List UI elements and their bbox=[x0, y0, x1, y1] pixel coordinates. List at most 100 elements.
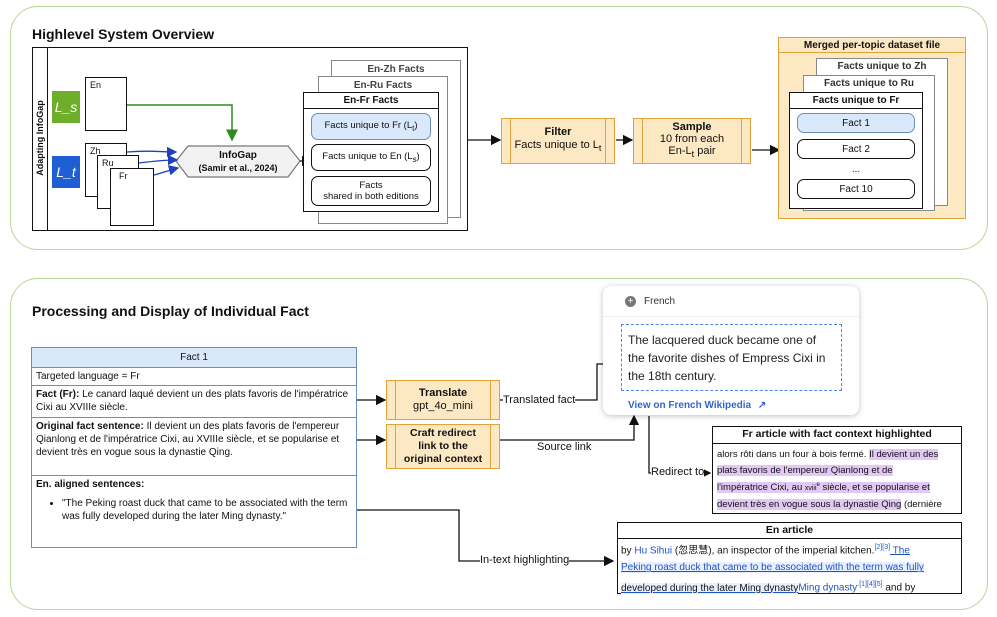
facts-stack-fr-label: En-Fr Facts bbox=[343, 95, 399, 106]
french-popup-link[interactable]: View on French Wikipedia ↗ bbox=[628, 400, 859, 411]
fact-unique-fr-label: Facts unique to Fr (L bbox=[324, 120, 413, 132]
en-article-and: and by bbox=[882, 582, 916, 594]
sample-line1: 10 from each bbox=[659, 133, 725, 146]
en-article-title: En article bbox=[618, 523, 961, 539]
aligned-label: En. aligned sentences: bbox=[36, 479, 145, 490]
merged-fact-1: Fact 1 bbox=[797, 113, 915, 133]
en-article-after-hu: (忽思慧), an inspector of the imperial kitc… bbox=[672, 545, 875, 557]
in-text-highlighting-label: In-text highlighting bbox=[480, 554, 570, 566]
bottom-panel-title: Processing and Display of Individual Fac… bbox=[32, 303, 309, 319]
filter-sub: Facts unique to L bbox=[514, 139, 599, 152]
fact-unique-en: Facts unique to En (Ls) bbox=[311, 144, 431, 171]
fact-unique-en-sub: s bbox=[412, 154, 417, 164]
infogap-cite: (Samir et al., 2024) bbox=[198, 163, 278, 173]
merged-fact-2: Fact 2 bbox=[797, 139, 915, 159]
plus-circle-icon: + bbox=[625, 295, 636, 307]
fr-article-body: alors rôti dans un four à bois fermé. Il… bbox=[713, 444, 961, 515]
orig-text: Il devient un des plats favoris de l'emp… bbox=[36, 421, 340, 458]
bottom-panel bbox=[10, 278, 988, 610]
en-article: En article by Hu Sihui (忽思慧), an inspect… bbox=[617, 522, 962, 594]
merged-fact-10-label: Fact 10 bbox=[839, 183, 873, 195]
redirect-to-label: Redirect to bbox=[651, 466, 705, 478]
facts-shared: Facts shared in both editions bbox=[311, 176, 431, 206]
facts-shared-line1: Facts bbox=[359, 180, 383, 191]
merged-stack-ru-label: Facts unique to Ru bbox=[824, 78, 914, 89]
popup-language: French bbox=[644, 295, 676, 307]
en-article-hu-link[interactable]: Hu Sihui bbox=[634, 545, 673, 557]
merged-dataset-title: Merged per-topic dataset file bbox=[779, 38, 965, 53]
en-article-ref2[interactable]: .[1][4][5] bbox=[857, 581, 883, 589]
merged-fact-2-label: Fact 2 bbox=[842, 143, 870, 155]
external-link-icon: ↗ bbox=[757, 400, 767, 411]
sample-line2-end: pair bbox=[694, 145, 716, 158]
fr-article-hl-3b: siècle, et se popularise et bbox=[819, 482, 930, 494]
merged-stack-fr-header: Facts unique to Fr bbox=[790, 93, 922, 109]
ls-label: L_s bbox=[54, 99, 78, 115]
redirect-node: Craft redirect link to the original cont… bbox=[386, 424, 500, 469]
en-article-hl-3: developed during the later Ming dynasty bbox=[621, 582, 799, 594]
fr-article-hl-smallcaps: xviii bbox=[804, 485, 817, 493]
fact-unique-en-label: Facts unique to En (L bbox=[322, 151, 413, 163]
doc-en: En bbox=[85, 77, 127, 131]
merged-fact-1-label: Fact 1 bbox=[842, 117, 870, 129]
en-article-hl-2: Peking roast duck that came to be associ… bbox=[621, 562, 924, 574]
lt-label: L_t bbox=[56, 164, 76, 180]
adapting-infogap-strip bbox=[32, 47, 48, 231]
translate-node: Translate gpt_4o_mini bbox=[386, 380, 500, 420]
fact-unique-fr-sub: t bbox=[412, 123, 415, 133]
infogap-node: InfoGap (Samir et al., 2024) bbox=[182, 148, 294, 176]
sample-title: Sample bbox=[672, 121, 712, 134]
filter-sub-idx: t bbox=[598, 143, 602, 154]
sample-line2-idx: t bbox=[691, 149, 695, 160]
redirect-line1: Craft redirect bbox=[410, 427, 476, 439]
facts-stack-fr-header: En-Fr Facts bbox=[304, 93, 438, 109]
en-article-ming-link[interactable]: Ming dynasty bbox=[798, 582, 858, 594]
en-article-hl-1: The bbox=[890, 545, 910, 557]
fr-article-plain: alors rôti dans un four à bois fermé. bbox=[717, 449, 870, 460]
infogap-title: InfoGap bbox=[219, 150, 257, 161]
merged-stack-fr-label: Facts unique to Fr bbox=[812, 95, 900, 106]
fact-card-header: Fact 1 bbox=[32, 348, 356, 368]
en-article-ref1[interactable]: [2][3] bbox=[874, 544, 891, 551]
en-article-by: by bbox=[621, 545, 635, 557]
top-panel-title: Highlevel System Overview bbox=[32, 26, 215, 42]
facts-stack-zh-label: En-Zh Facts bbox=[367, 64, 425, 75]
sample-node: Sample 10 from each En-Lt pair bbox=[633, 118, 751, 164]
doc-zh-label: Zh bbox=[90, 146, 101, 156]
fr-article-hl-4: devient très en vogue sous la dynastie Q… bbox=[717, 498, 902, 510]
fact-fr-label: Fact (Fr): bbox=[36, 389, 80, 400]
top-panel bbox=[10, 6, 988, 250]
sample-line2: En-L bbox=[668, 145, 692, 158]
source-link-label: Source link bbox=[537, 441, 592, 453]
facts-stack-ru-label: En-Ru Facts bbox=[353, 80, 413, 91]
french-popup-text-box: The lacquered duck became one of the fav… bbox=[621, 324, 842, 391]
doc-ru-label: Ru bbox=[102, 158, 114, 168]
fr-article-hl-3: l'impératrice Cixi, au bbox=[717, 482, 805, 494]
doc-fr: Fr bbox=[110, 168, 154, 226]
targeted-language: Targeted language = Fr bbox=[36, 371, 140, 382]
ls-square: L_s bbox=[52, 91, 80, 123]
fact-card-header-label: Fact 1 bbox=[180, 352, 208, 363]
fact-card: Fact 1 Targeted language = Fr Fact (Fr):… bbox=[31, 347, 357, 548]
translate-title: Translate bbox=[418, 387, 468, 399]
orig-label: Original fact sentence: bbox=[36, 421, 144, 432]
merged-fact-ellipsis-label: ... bbox=[851, 163, 861, 175]
translated-fact-label: Translated fact bbox=[503, 394, 576, 406]
french-popup: + French The lacquered duck became one o… bbox=[603, 286, 859, 415]
fact-fr-text: Le canard laqué devient un des plats fav… bbox=[36, 389, 349, 413]
merged-fact-ellipsis: ... bbox=[797, 162, 915, 176]
facts-shared-line2: shared in both editions bbox=[323, 191, 419, 202]
redirect-line2: link to the bbox=[418, 440, 468, 452]
fact-card-targeted: Targeted language = Fr bbox=[32, 368, 356, 386]
doc-en-label: En bbox=[90, 80, 102, 90]
merged-fact-10: Fact 10 bbox=[797, 179, 915, 199]
popup-link-label[interactable]: View on French Wikipedia bbox=[628, 400, 752, 411]
fact-card-aligned: En. aligned sentences: "The Peking roast… bbox=[32, 476, 356, 525]
fr-article-tail: (dernière bbox=[901, 498, 942, 510]
translate-sub: gpt_4o_mini bbox=[413, 400, 473, 412]
french-popup-header: + French bbox=[603, 286, 859, 317]
fact-card-original: Original fact sentence: Il devient un de… bbox=[32, 418, 356, 476]
fr-article: Fr article with fact context highlighted… bbox=[712, 426, 962, 514]
merged-stack-zh-label: Facts unique to Zh bbox=[837, 61, 927, 72]
fact-card-fr: Fact (Fr): Le canard laqué devient un de… bbox=[32, 386, 356, 418]
